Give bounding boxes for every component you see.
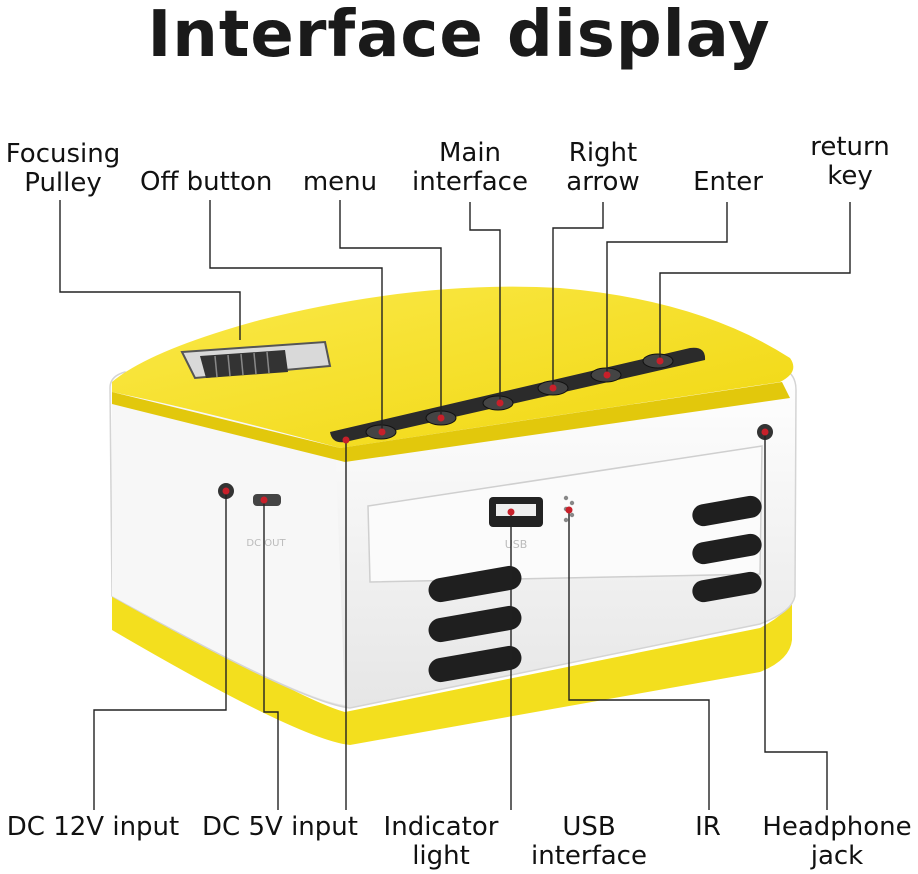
label-headphone-jack: Headphone jack: [758, 813, 916, 871]
front-plate: [367, 445, 763, 583]
label-dc-12v-input: DC 12V input: [5, 813, 181, 842]
label-line: light: [412, 841, 470, 871]
label-return-key: return key: [800, 133, 900, 191]
left-side-face: [112, 386, 345, 705]
label-indicator-light: Indicator light: [372, 813, 510, 871]
label-line: Headphone: [762, 812, 912, 842]
label-line: DC 12V input: [6, 812, 180, 842]
label-off-button: Off button: [140, 168, 272, 197]
label-ir: IR: [680, 813, 736, 842]
vents-right: [692, 495, 762, 603]
lens-inner: [200, 350, 288, 378]
label-line: menu: [302, 167, 378, 197]
label-line: Focusing: [5, 139, 121, 169]
diagram-title: Interface display: [147, 0, 771, 72]
label-line: USB: [562, 812, 616, 842]
label-dc-5v-input: DC 5V input: [200, 813, 360, 842]
label-main-interface: Main interface: [410, 139, 530, 197]
label-menu: menu: [292, 168, 388, 197]
label-line: return: [810, 132, 890, 162]
vents-left: [428, 565, 522, 683]
yellow-base: [112, 590, 792, 745]
label-line: Main: [438, 138, 502, 168]
label-focusing-pulley: Focusing Pulley: [0, 140, 126, 198]
label-line: Right: [568, 138, 638, 168]
label-line: jack: [810, 841, 864, 871]
label-line: Pulley: [24, 168, 102, 198]
label-right-arrow: Right arrow: [552, 139, 654, 197]
label-usb-interface: USB interface: [530, 813, 648, 871]
usb-port-marking: USB: [505, 538, 528, 551]
label-line: interface: [531, 841, 647, 871]
label-line: arrow: [566, 167, 640, 197]
dc-port-marking: DC OUT: [246, 538, 286, 549]
label-line: Indicator: [383, 812, 499, 842]
label-enter: Enter: [680, 168, 776, 197]
label-line: key: [827, 161, 873, 191]
red-markers: [222, 357, 769, 516]
leader-lines: [59, 200, 851, 810]
yellow-top-rim: [112, 382, 790, 462]
label-line: Enter: [693, 167, 763, 197]
label-line: interface: [412, 167, 528, 197]
label-line: DC 5V input: [202, 812, 358, 842]
label-line: IR: [695, 812, 721, 842]
yellow-top: [112, 286, 794, 448]
label-line: Off button: [140, 167, 273, 197]
